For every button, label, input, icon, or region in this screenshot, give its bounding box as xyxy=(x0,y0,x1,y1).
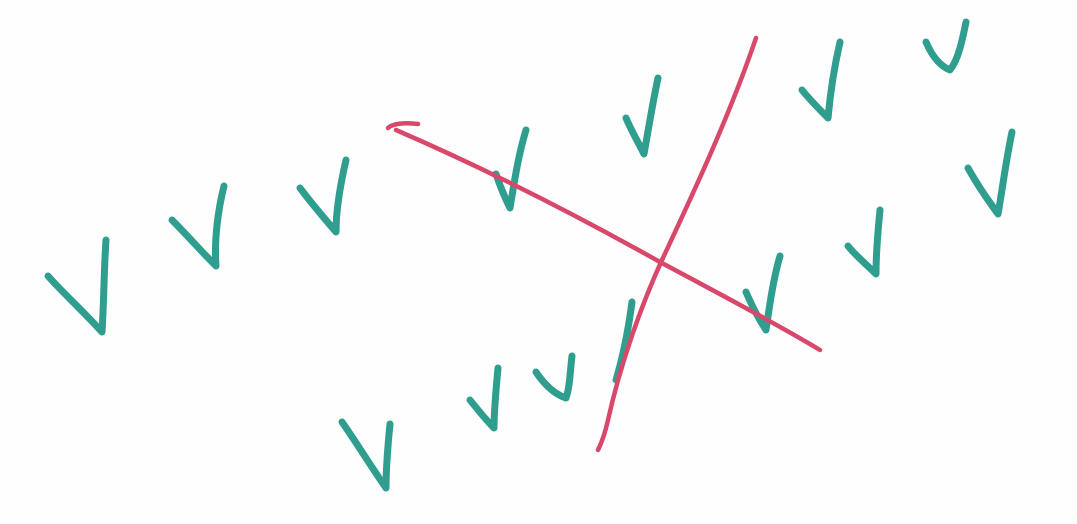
check-mark xyxy=(742,252,784,334)
check-mark xyxy=(922,18,970,74)
check-mark xyxy=(44,236,110,336)
check-mark xyxy=(492,126,530,212)
check-mark xyxy=(296,156,350,236)
check-marks-group xyxy=(44,18,1016,492)
check-mark xyxy=(622,74,662,158)
check-mark xyxy=(798,38,844,122)
cross-line-diagonal xyxy=(385,120,823,353)
cross-line-vertical xyxy=(595,35,759,453)
check-mark xyxy=(168,182,228,270)
check-mark xyxy=(338,418,394,492)
check-mark xyxy=(844,206,884,278)
check-mark xyxy=(964,128,1016,218)
check-mark xyxy=(466,364,502,432)
check-mark xyxy=(532,352,576,402)
cross-lines-group xyxy=(385,35,823,453)
